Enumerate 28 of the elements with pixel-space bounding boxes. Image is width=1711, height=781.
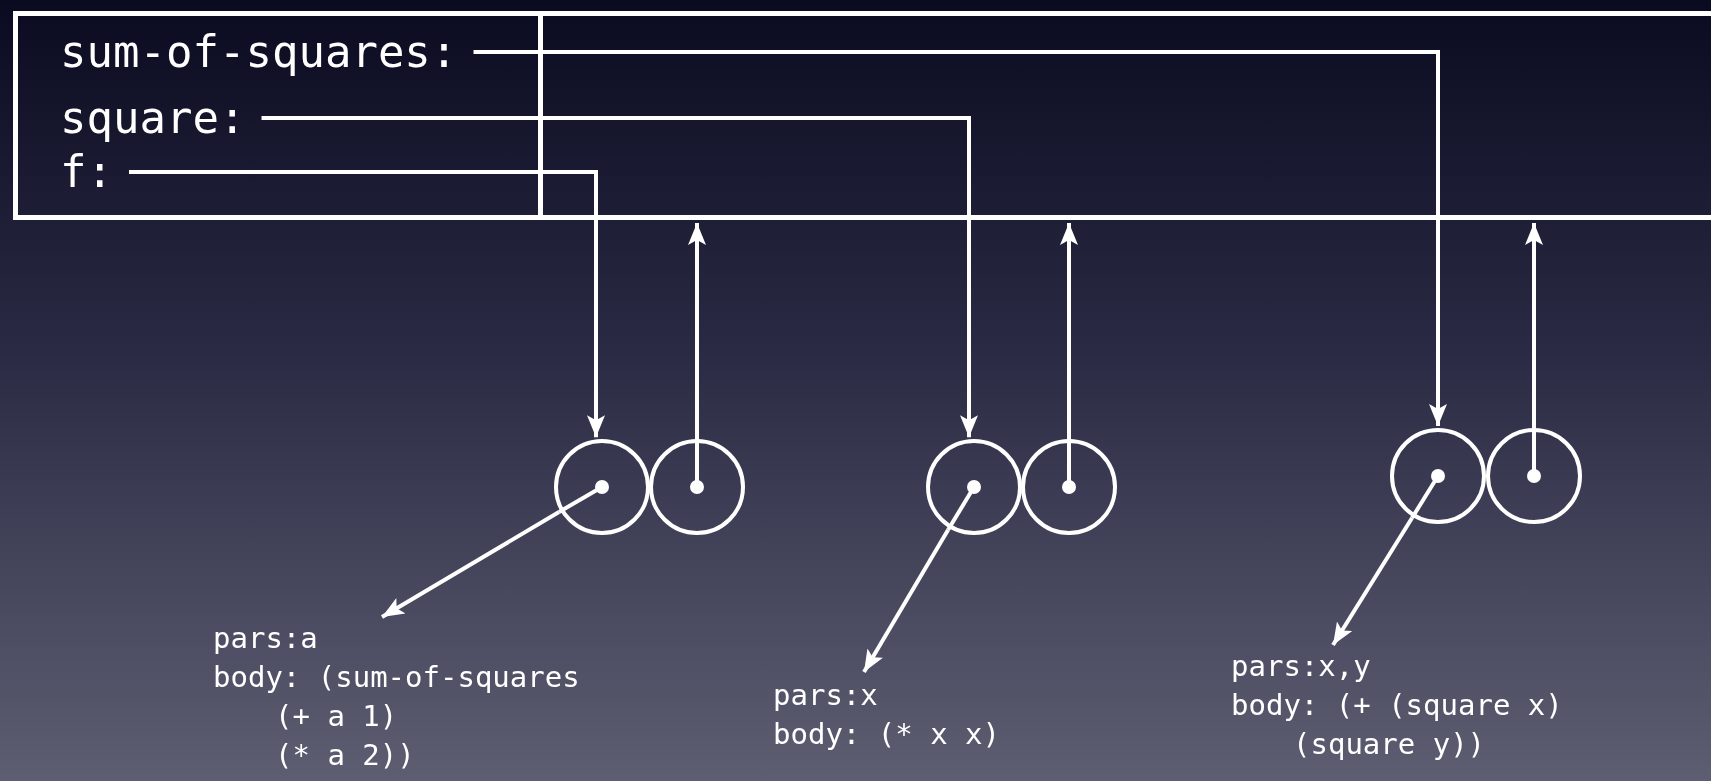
arrow [261,116,978,438]
arrow [1060,223,1078,437]
parameter-text: pars:x [773,677,878,714]
frame-box [13,11,1711,220]
body-text: body: (sum-of-squares [213,659,580,696]
pointer-circle [1388,426,1488,526]
body-text: body: (* x x) [773,716,1000,753]
pointer-circle [924,437,1024,537]
pointer-circle [1484,426,1584,526]
arrow [129,170,605,438]
body-text: (square y)) [1292,726,1486,763]
arrow [688,223,706,437]
parameter-text: pars:x,y [1231,648,1371,685]
arrow [1525,223,1543,426]
pointer-circle [1019,437,1119,537]
body-text: (+ a 1) [274,698,398,735]
pointer-circle [647,437,747,537]
parameter-text: pars:a [213,620,318,657]
body-text: body: (+ (square x) [1231,687,1563,724]
arrow [1331,516,1414,647]
variable-name: sum-of-squares: [60,27,589,77]
pointer-circle [552,437,652,537]
variable-name: square: [60,93,589,143]
body-text: (* a 2)) [274,737,415,774]
variable-name: f: [60,147,589,197]
arrow [381,510,560,619]
arrow [862,528,950,674]
arrow [473,50,1447,426]
